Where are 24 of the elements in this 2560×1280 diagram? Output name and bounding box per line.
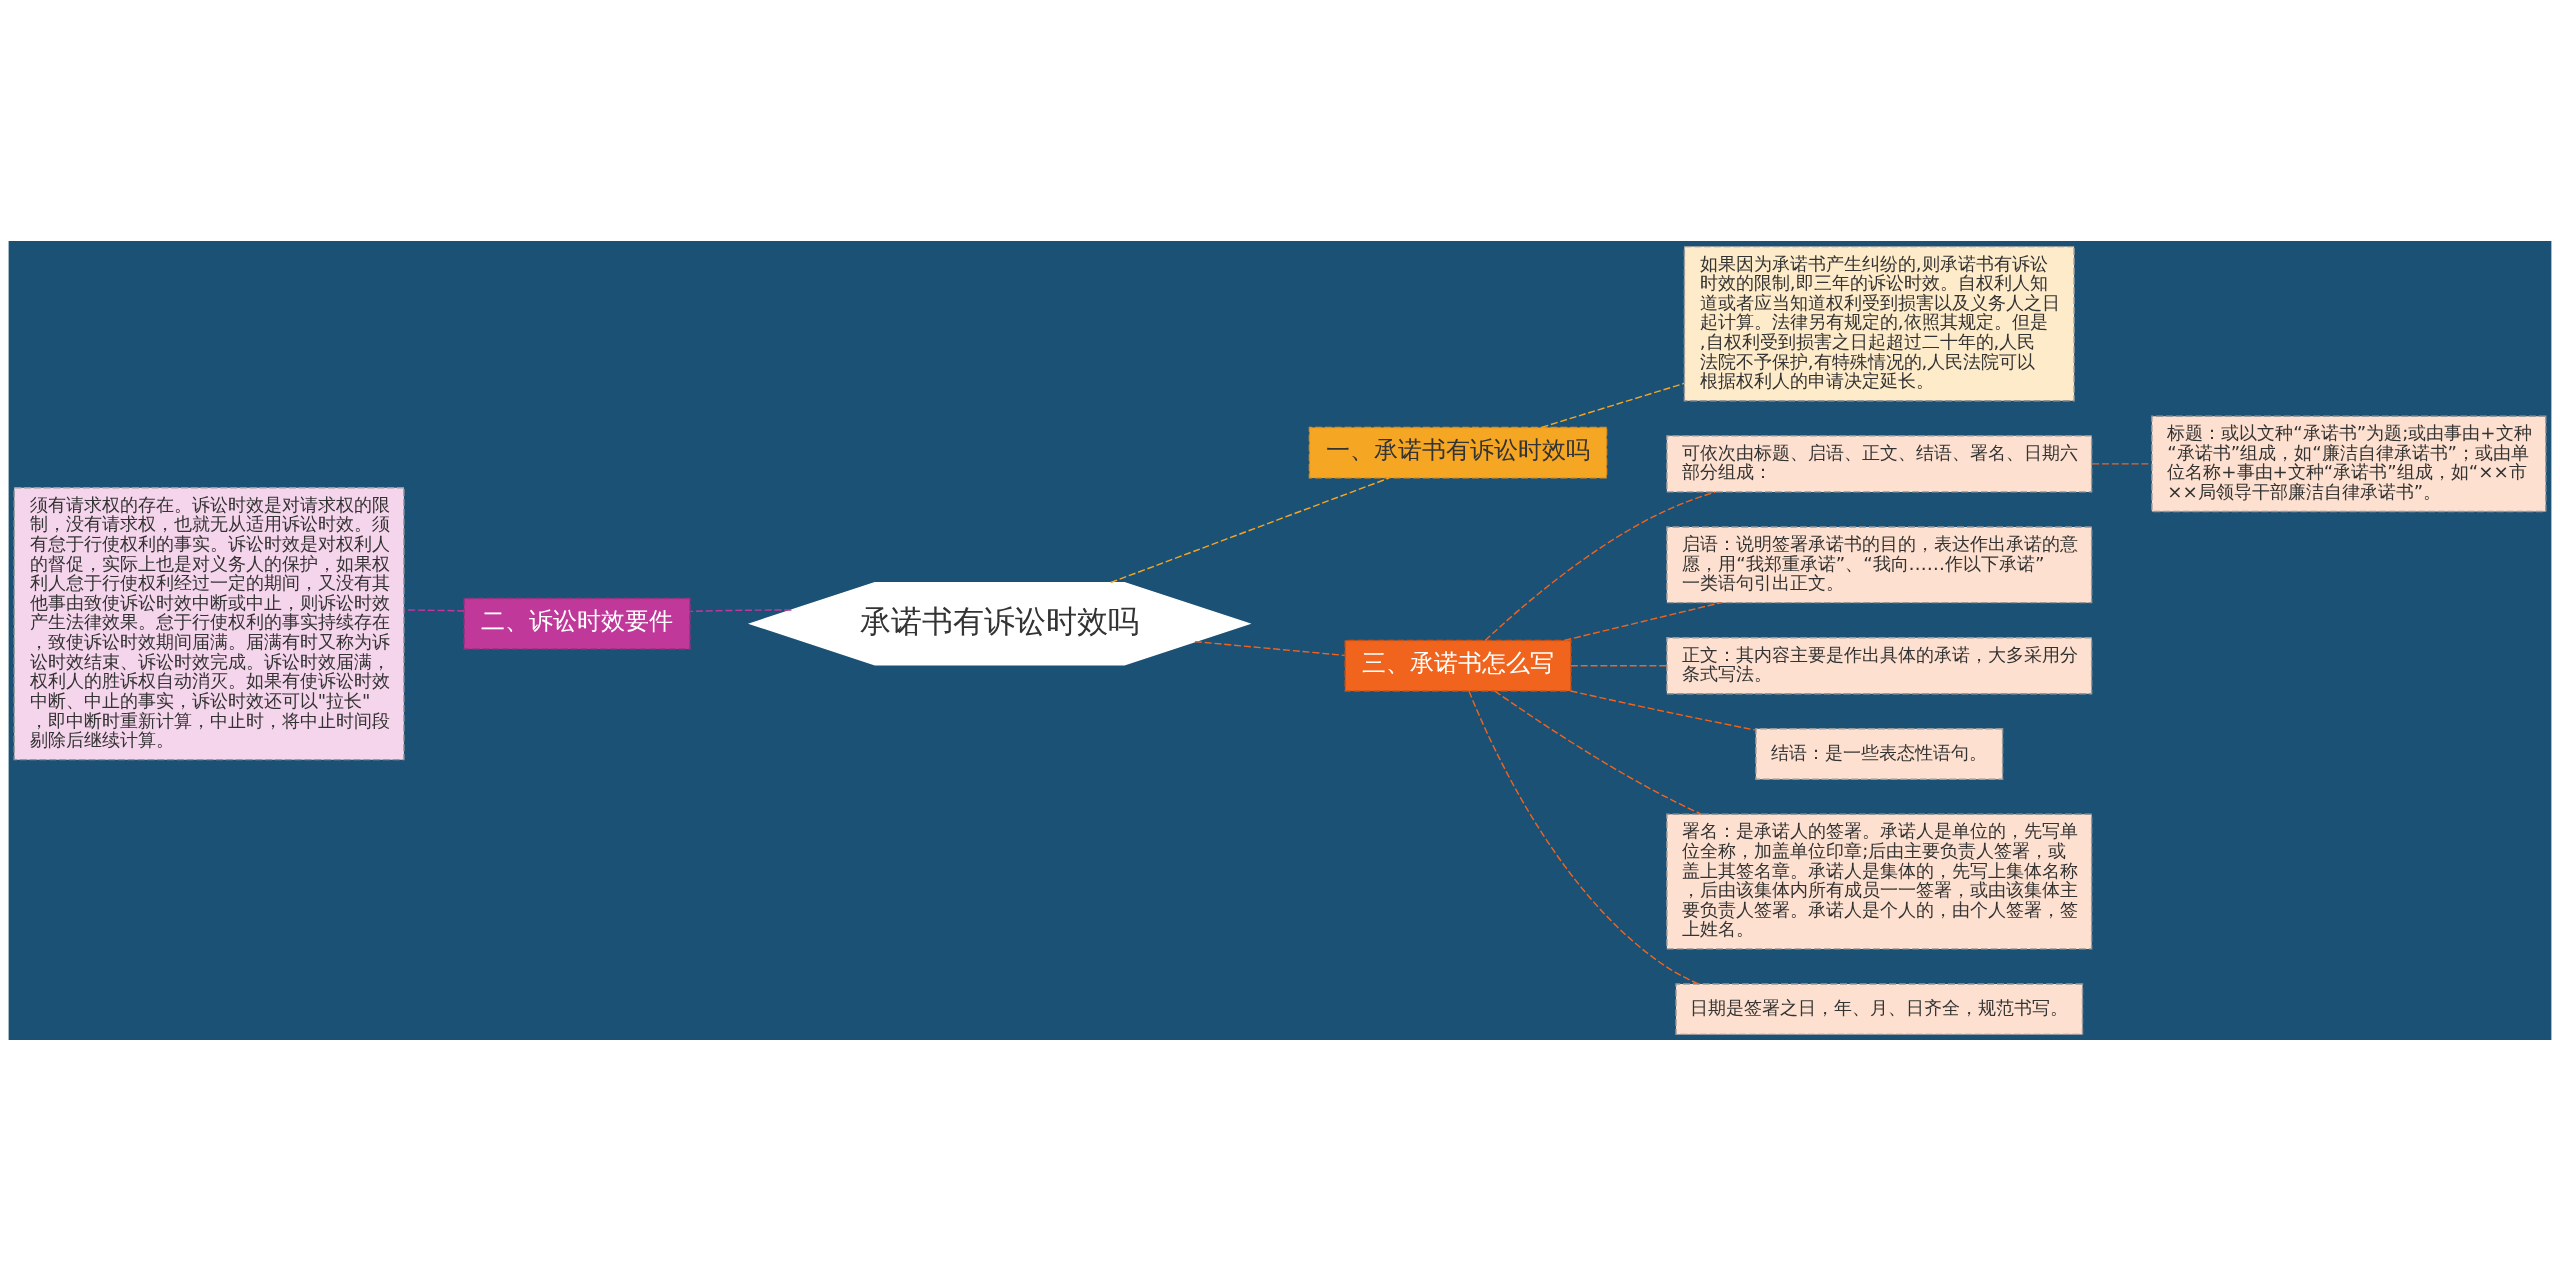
node-box: 一、承诺书有诉讼时效吗	[1308, 426, 1608, 479]
connector	[1570, 689, 1757, 731]
connector	[1110, 476, 1390, 583]
node-box: 结语：是一些表态性语句。	[1755, 727, 2004, 780]
node-box: 二、诉讼时效要件	[463, 597, 691, 650]
node-box: 三、承诺书怎么写	[1344, 639, 1572, 692]
connector	[2091, 462, 2153, 465]
connector	[1468, 690, 1700, 984]
connector	[1540, 382, 1685, 428]
connector	[403, 608, 465, 612]
node-box: 标题：或以文种“承诺书”为题;或由事由+文种“承诺书”组成，如“廉洁自律承诺书”；或由单位名称+事由+文种“承诺书”组成，如“××市××局领导干部廉洁自律承诺书”。	[2151, 415, 2547, 512]
connector	[689, 608, 793, 612]
connector	[1570, 664, 1668, 666]
node-box: 启语：说明签署承诺书的目的，表达作出承诺的意愿，用“我郑重承诺”、“我向……作以下承诺”一类语句引出正文。	[1666, 525, 2093, 603]
node-box: 署名：是承诺人的签署。承诺人是单位的，先写单位全称，加盖单位印章;后由主要负责人签署，或盖上其签名章。承诺人是集体的，先写上集体名称，后由该集体内所有成员一一签署，或由该集体主要负责人签署。承诺人是个人的，由个人签署，签上姓名。	[1666, 813, 2093, 950]
connector	[1494, 690, 1703, 815]
node-box: 如果因为承诺书产生纠纷的,则承诺书有诉讼时效的限制,即三年的诉讼时效。自权利人知道或者应当知道权利受到损害以及义务人之日起计算。法律另有规定的,依照其规定。但是,自权利受到损害之日起超过二十年的,人民法院不予保护,有特殊情况的,人民法院可以根据权利人的申请决定延长。	[1683, 245, 2075, 401]
connector	[1484, 490, 1717, 641]
node-box: 可依次由标题、启语、正文、结语、署名、日期六部分组成：	[1666, 434, 2093, 493]
node-box: 日期是签署之日，年、月、日齐全，规范书写。	[1675, 982, 2084, 1035]
node-box: 正文：其内容主要是作出具体的承诺，大多采用分条式写法。	[1666, 636, 2093, 694]
node-box: 须有请求权的存在。诉讼时效是对请求权的限制，没有请求权，也就无从适用诉讼时效。须有怠于行使权利的事实。诉讼时效是对权利人的督促，实际上也是对义务人的保护，如果权利人怠于行使权利经过一定的期间，又没有其他事由致使诉讼时效中断或中止，则诉讼时效产生法律效果。怠于行使权利的事实持续存在，致使诉讼时效期间届满。届满有时又称为诉讼时效结束、诉讼时效完成。诉讼时效届满，权利人的胜诉权自动消灭。如果有使诉讼时效中断、中止的事实，诉讼时效还可以"拉长"，即中断时重新计算，中止时，将中止时间段剔除后继续计算。	[13, 486, 405, 760]
connector	[1563, 601, 1722, 641]
connector	[1194, 640, 1346, 656]
